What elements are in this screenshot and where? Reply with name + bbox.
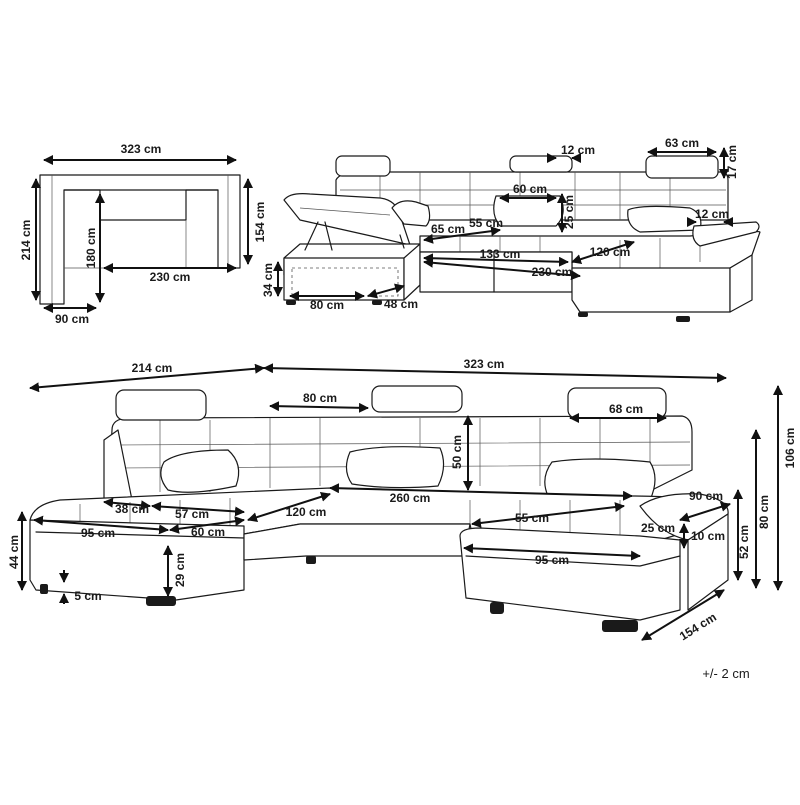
front-left-depth-label: 214 cm [132,361,173,375]
plan-width-label: 323 cm [121,142,162,156]
plan-seat-label: 230 cm [150,270,191,284]
front-leg-height-label: 5 cm [74,589,101,603]
front-view: 214 cm 323 cm 80 cm 50 cm 68 cm 38 cm 57… [7,357,797,643]
plan-dim-right-depth: 154 cm [243,178,267,265]
rear-headrest-gap-label: 12 cm [561,143,595,157]
rear-corner-b-label: 55 cm [469,216,503,230]
rear-headrest-height-label: 25 cm [562,195,576,229]
front-total-height-label: 106 cm [783,428,797,469]
rear-dim-seat: 230 cm [423,257,581,281]
plan-inner-depth-label: 180 cm [84,228,98,269]
front-dim-seat-thickness: 29 cm [163,545,187,597]
rear-storage-depth-label: 48 cm [384,297,418,311]
rear-dim-storage-height: 34 cm [261,261,283,297]
rear-storage-height-label: 34 cm [261,263,275,297]
front-back-total-height-label: 80 cm [757,495,771,529]
front-dim-heights: 106 cm 80 cm 52 cm [733,385,797,591]
rear-seat-label: 230 cm [532,265,573,279]
rear-dim-headrest-gap: 12 cm [547,143,595,163]
front-chaise-length-label: 120 cm [286,505,327,519]
front-right-seat-a-label: 55 cm [515,511,549,525]
rear-right-headrest-width-label: 63 cm [665,136,699,150]
front-back-height-label: 50 cm [450,435,464,469]
rear-dim-headrest: 60 cm [499,182,557,203]
front-right-chaise-label: 95 cm [535,553,569,567]
front-dim-seat-width: 260 cm [329,483,633,505]
front-seat-height-label: 44 cm [7,535,21,569]
rear-dim-right-headrest-height: 17 cm [719,145,739,179]
front-right-headrest-label: 68 cm [609,402,643,416]
rear-dim-armrest-gap: 12 cm [687,207,733,227]
plan-depth-label: 214 cm [19,220,33,261]
rear-dim-corner: 65 cm 55 cm [423,216,503,244]
front-dim-total-width: 323 cm [263,357,727,383]
front-chaise-width-label: 95 cm [81,526,115,540]
front-right-arm-height-label: 10 cm [691,529,725,543]
rear-dim-headrest-height: 25 cm [557,193,576,233]
front-dim-left-depth: 214 cm [29,361,265,393]
plan-right-depth-label: 154 cm [253,202,267,243]
front-dim-back-height: 50 cm [450,415,473,491]
plan-dim-inner-depth: 180 cm [84,193,105,303]
front-chaise-seat-a-label: 38 cm [115,502,149,516]
front-dim-headrest: 80 cm [269,391,369,413]
plan-chaise-label: 90 cm [55,312,89,326]
front-dim-chaise-width: 95 cm [33,515,169,540]
front-dim-right-seat: 55 cm 25 cm [471,502,675,535]
front-dim-seat-height: 44 cm [7,511,27,591]
front-seat-width-label: 260 cm [390,491,431,505]
rear-armrest-gap-label: 12 cm [695,207,729,221]
front-right-arm-width-label: 90 cm [689,489,723,503]
front-seat-thickness-label: 29 cm [173,553,187,587]
rear-corner-a-label: 65 cm [431,222,465,236]
rear-chaise-label: 120 cm [590,245,631,259]
plan-view: 323 cm 214 cm 180 cm 230 cm 154 cm 90 cm [19,142,267,326]
front-arm-height-label: 52 cm [737,525,751,559]
plan-dim-depth: 214 cm [19,178,41,301]
rear-view: 34 cm 80 cm 48 cm 65 cm 55 cm 133 cm 230… [261,136,761,322]
front-chaise-arm-label: 60 cm [191,525,225,539]
front-dim-chaise-length: 120 cm [247,491,331,523]
front-dim-right-headrest: 68 cm [569,402,667,423]
rear-middle-label: 133 cm [480,247,521,261]
rear-sofa-outline [283,155,761,322]
front-dim-leg-height: 5 cm [59,570,102,604]
front-right-seat-b-label: 25 cm [641,521,675,535]
rear-storage-length-label: 80 cm [310,298,344,312]
plan-dim-seat: 230 cm [103,263,237,284]
front-chaise-seat-b-label: 57 cm [175,507,209,521]
rear-dim-chaise: 120 cm [571,240,635,264]
rear-right-headrest-height-label: 17 cm [725,145,739,179]
front-width-label: 323 cm [464,357,505,371]
front-dim-chaise-arm: 60 cm [169,516,245,539]
front-dim-right-chaise: 95 cm [463,543,641,567]
rear-headrest-width-label: 60 cm [513,182,547,196]
rear-dim-storage-length: 80 cm [289,291,365,312]
tolerance-note: +/- 2 cm [702,666,749,681]
front-headrest-width-label: 80 cm [303,391,337,405]
rear-dim-right-headrest: 63 cm [647,136,717,157]
plan-outline [39,174,241,305]
plan-dim-width: 323 cm [43,142,237,165]
front-dim-right-arm: 90 cm 10 cm [679,489,731,549]
rear-dim-storage-depth: 48 cm [367,283,418,311]
plan-dim-chaise: 90 cm [43,303,97,326]
